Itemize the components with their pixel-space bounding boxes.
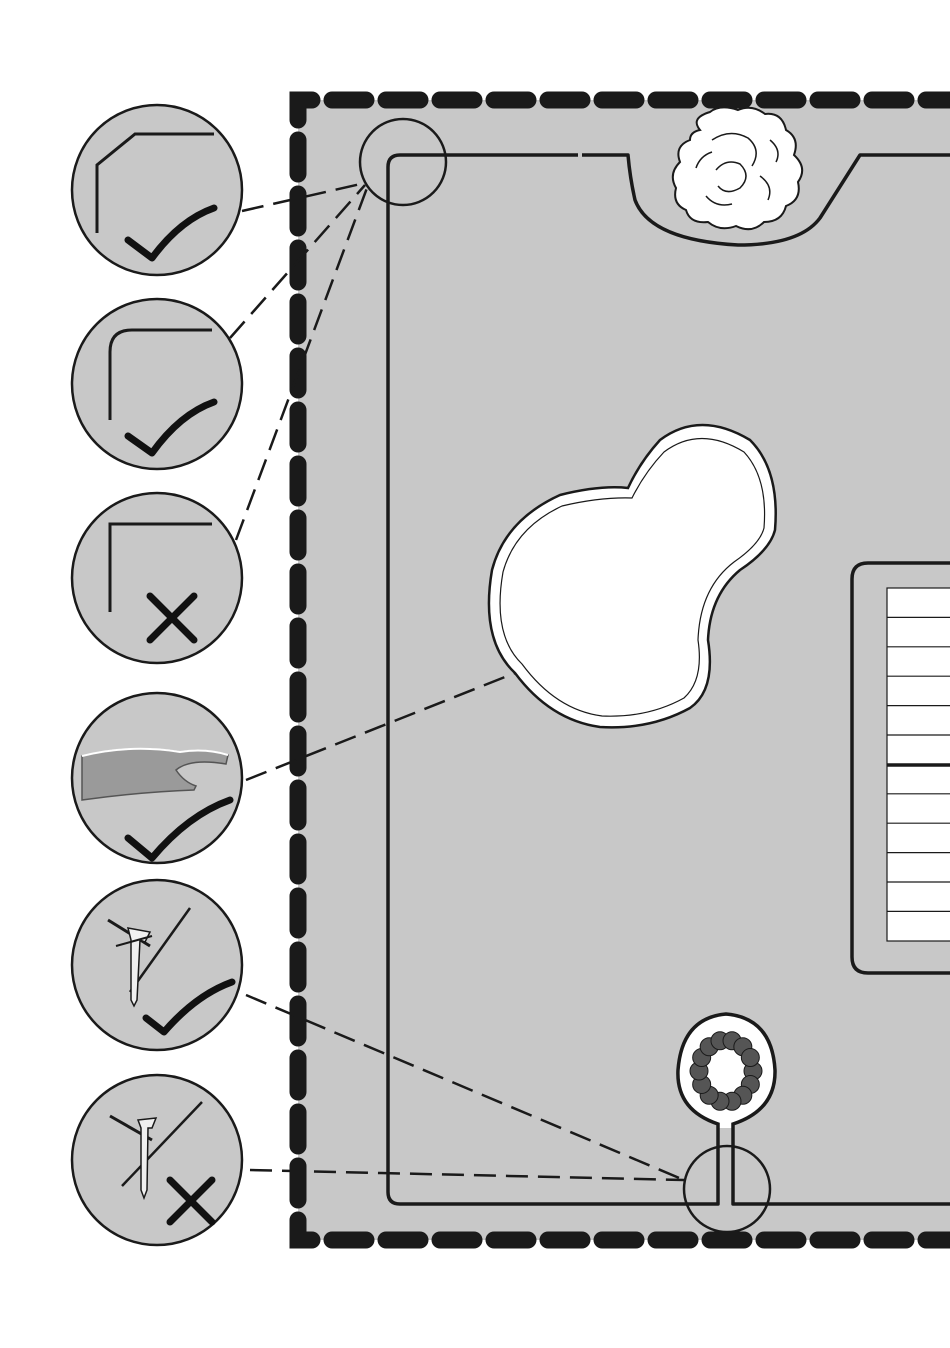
flower [741,1049,759,1067]
flower-bed [678,1014,775,1128]
detail-callout-pond-edge [72,693,242,863]
detail-callout-corner-angled [72,105,242,275]
detail-callout-corner-rounded [72,299,242,469]
detail-callout-peg-crossed [72,880,242,1050]
detail-callout-peg-parallel [72,1075,242,1245]
detail-callout-corner-square [72,493,242,663]
